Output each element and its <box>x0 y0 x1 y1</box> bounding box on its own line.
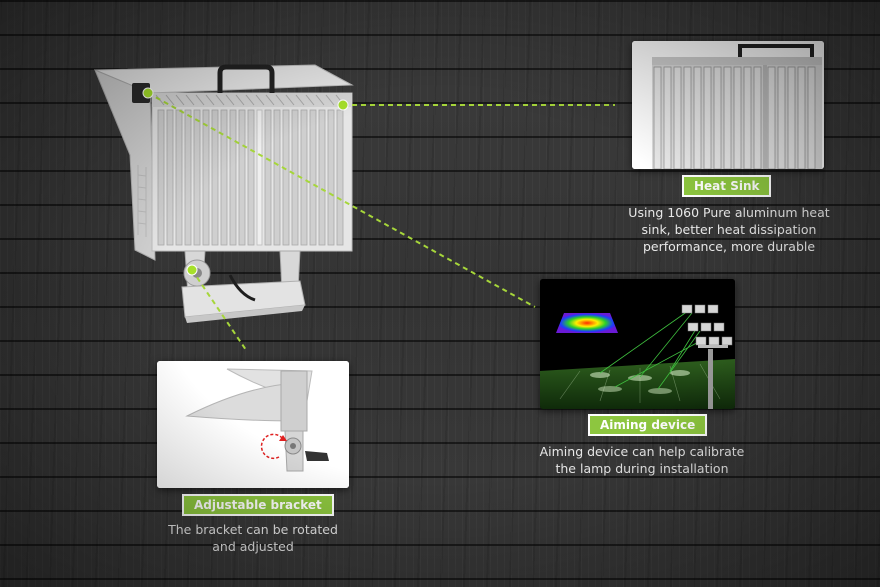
adjustable-bracket-description-line: and adjusted <box>212 539 294 554</box>
adjustable-bracket-description-line: The bracket can be rotated <box>168 522 338 537</box>
heat-sink-description-line: Using 1060 Pure aluminum heat <box>628 205 830 220</box>
aiming-device-image-card <box>540 279 735 409</box>
aiming-device-description-line: the lamp during installation <box>555 461 729 476</box>
aiming-device-description-line: Aiming device can help calibrate <box>539 444 745 459</box>
heat-sink-description-line: sink, better heat dissipation <box>641 222 817 237</box>
aiming-device-description: Aiming device can help calibrate the lam… <box>520 443 764 477</box>
heat-sink-closeup <box>632 41 824 169</box>
adjustable-bracket-image-card <box>157 361 349 488</box>
stadium-aiming-illustration <box>540 279 735 409</box>
heat-sink-description: Using 1060 Pure aluminum heat sink, bett… <box>610 204 848 255</box>
heat-sink-image-card <box>632 41 824 169</box>
heat-sink-label: Heat Sink <box>682 175 772 197</box>
adjustable-bracket-label: Adjustable bracket <box>182 494 334 516</box>
flood-light-illustration <box>94 64 354 323</box>
adjustable-bracket-description: The bracket can be rotated and adjusted <box>140 521 366 555</box>
bracket-closeup <box>157 361 349 488</box>
aiming-device-label: Aiming device <box>588 414 708 436</box>
heat-sink-description-line: performance, more durable <box>642 239 816 254</box>
